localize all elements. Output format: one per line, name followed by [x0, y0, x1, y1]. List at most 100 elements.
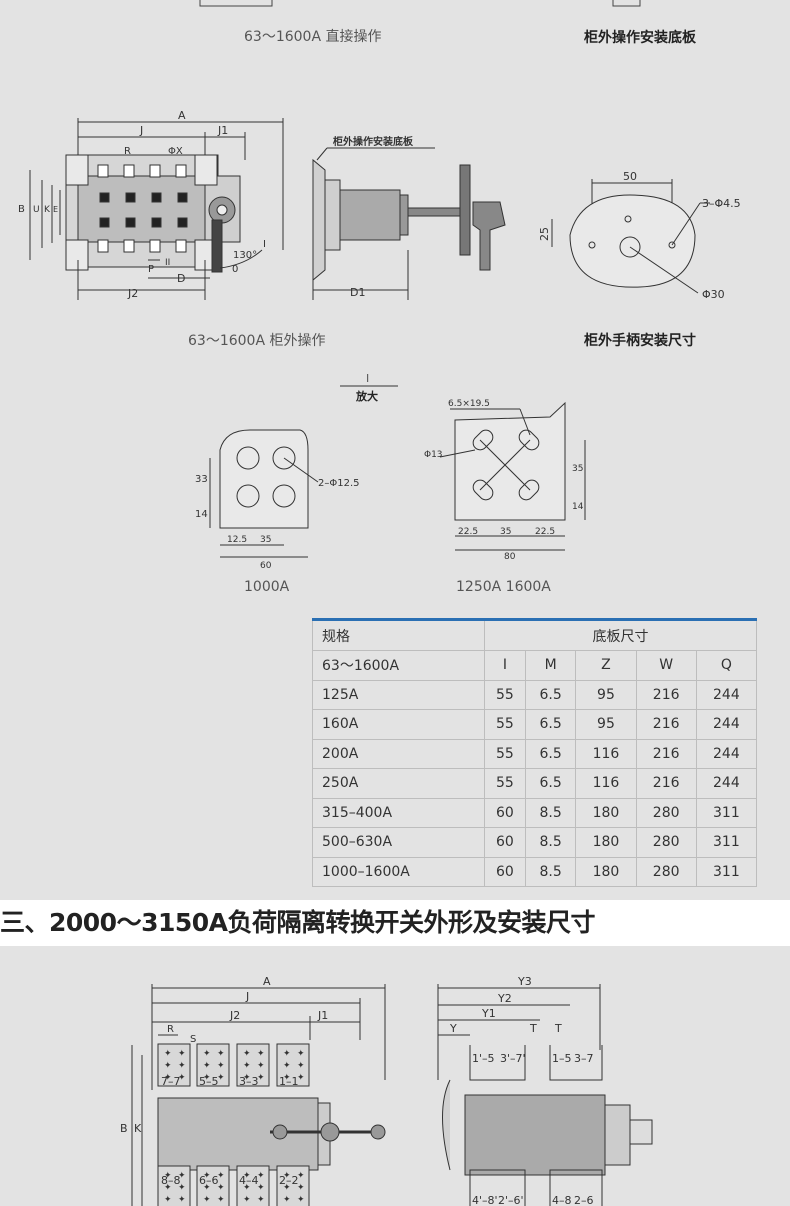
dim-80: 80 — [504, 552, 516, 562]
bolt-icon: ✦ — [178, 1171, 186, 1181]
table-header-row: 规格 底板尺寸 — [312, 618, 757, 651]
dim-phi30: Φ30 — [702, 288, 725, 301]
bolt-icon: ✦ — [257, 1049, 265, 1059]
bolt-icon: ✦ — [203, 1061, 211, 1071]
row-spec: 500–630A — [312, 827, 485, 858]
terminal-block — [236, 1165, 270, 1206]
row-spec: 250A — [312, 768, 485, 799]
bolt-icon: ✦ — [283, 1195, 291, 1205]
bolt-icon: ✦ — [243, 1049, 251, 1059]
bolt-icon: ✦ — [217, 1195, 225, 1205]
dim-P: P — [148, 264, 154, 275]
terminal-label: 8–8 — [161, 1174, 181, 1187]
cell: 311 — [695, 797, 758, 828]
bolt-icon: ✦ — [178, 1195, 186, 1205]
dim-II: II — [165, 258, 170, 268]
bolt-icon: ✦ — [164, 1073, 172, 1083]
bolt-icon: ✦ — [178, 1049, 186, 1059]
bolt-icon: ✦ — [217, 1171, 225, 1181]
top-strip-lines — [199, 0, 641, 7]
cell: 95 — [575, 679, 637, 710]
bolt-icon: ✦ — [257, 1061, 265, 1071]
cell: 280 — [635, 856, 697, 887]
label-external-op: 63～1600A 柜外操作 — [188, 333, 326, 349]
dim-35b: 35 — [500, 527, 511, 537]
dim-roman1: I — [263, 239, 266, 250]
terminal-label: 4–4 — [239, 1174, 259, 1187]
detail-1000a-drawing: 33 14 2–Φ12.5 12.5 35 60 — [195, 429, 360, 571]
dim-22-5a: 22.5 — [458, 527, 478, 537]
cell: 55 — [484, 738, 526, 769]
cell: 180 — [575, 797, 637, 828]
terminal-label: 6–6 — [199, 1174, 219, 1187]
cell: 311 — [695, 827, 758, 858]
section-heading: 三、2000～3150A负荷隔离转换开关外形及安装尺寸 — [0, 901, 790, 945]
table-subheader-row: 63～1600A I M Z W Q — [312, 650, 758, 681]
bolt-icon: ✦ — [283, 1049, 291, 1059]
term-label: 2–6 — [574, 1194, 594, 1206]
bolt-icon: ✦ — [203, 1183, 211, 1193]
bolt-icon: ✦ — [257, 1073, 265, 1083]
side-view-drawing: 柜外操作安装底板 D1 — [312, 135, 506, 300]
dim-S-bottom: S — [190, 1034, 196, 1045]
dim-J1: J1 — [217, 124, 228, 137]
bolt-icon: ✦ — [297, 1171, 305, 1181]
handle-mount-drawing: 50 25 3–Φ4.5 Φ30 — [538, 170, 741, 301]
cell: 60 — [484, 827, 526, 858]
term-label: 1–5 — [552, 1052, 572, 1065]
subheader-col: Q — [695, 650, 758, 681]
label-handle-size: 柜外手柄安装尺寸 — [584, 333, 696, 349]
bolt-icon: ✦ — [243, 1195, 251, 1205]
dim-35: 35 — [260, 535, 271, 545]
cell: 8.5 — [524, 827, 577, 858]
bolt-icon: ✦ — [257, 1183, 265, 1193]
bolt-icon: ✦ — [217, 1061, 225, 1071]
detail-1250a-drawing: 6.5×19.5 Φ13 35 14 22.5 35 22.5 80 — [424, 399, 586, 562]
cell: 180 — [575, 827, 637, 858]
dim-J2: J2 — [127, 287, 138, 300]
bolt-icon: ✦ — [203, 1049, 211, 1059]
cell: 216 — [635, 768, 697, 799]
cell: 216 — [635, 709, 697, 740]
terminal-group-top: ✦✦✦✦✦✦✦✦✦✦✦✦✦✦✦✦✦✦✦✦✦✦✦✦ — [157, 1043, 310, 1087]
dim-J-bottom: J — [245, 990, 249, 1003]
cell: 116 — [575, 768, 637, 799]
bolt-icon: ✦ — [178, 1073, 186, 1083]
cell: 8.5 — [524, 856, 577, 887]
bolt-icon: ✦ — [164, 1171, 172, 1181]
bolt-icon: ✦ — [243, 1073, 251, 1083]
dim-A-bottom: A — [263, 975, 271, 988]
bolt-icon: ✦ — [297, 1183, 305, 1193]
dim-T1: T — [529, 1022, 537, 1035]
terminal-group-bottom: ✦✦✦✦✦✦✦✦✦✦✦✦✦✦✦✦✦✦✦✦✦✦✦✦ — [157, 1165, 310, 1206]
header-plate-size: 底板尺寸 — [484, 618, 757, 651]
dim-A: A — [178, 109, 186, 122]
cell: 6.5 — [524, 709, 577, 740]
cell: 55 — [484, 709, 526, 740]
dim-K-bottom: K — [134, 1122, 142, 1135]
term-label: 2'–6' — [498, 1194, 524, 1206]
dim-60: 60 — [260, 561, 272, 571]
bolt-icon: ✦ — [283, 1061, 291, 1071]
bolt-icon: ✦ — [164, 1049, 172, 1059]
terminal-block — [196, 1165, 230, 1206]
cell: 244 — [695, 738, 758, 769]
dim-phi13: Φ13 — [424, 450, 443, 460]
dim-E: E — [53, 205, 58, 214]
cell: 55 — [484, 768, 526, 799]
dim-R: R — [124, 146, 131, 157]
cell: 6.5 — [524, 679, 577, 710]
cell: 116 — [575, 738, 637, 769]
front-view-drawing: A J J1 R ΦX B U K E P II D J2 130° 0 I — [18, 109, 284, 300]
dim-Y2: Y2 — [497, 992, 512, 1005]
bolt-icon: ✦ — [257, 1195, 265, 1205]
row-spec: 315–400A — [312, 797, 485, 828]
dim-J: J — [139, 124, 143, 137]
dim-22-5b: 22.5 — [535, 527, 555, 537]
dim-14: 14 — [195, 509, 208, 520]
dim-B: B — [18, 204, 25, 215]
cell: 280 — [635, 827, 697, 858]
terminal-block — [276, 1043, 310, 1087]
bolt-icon: ✦ — [297, 1061, 305, 1071]
